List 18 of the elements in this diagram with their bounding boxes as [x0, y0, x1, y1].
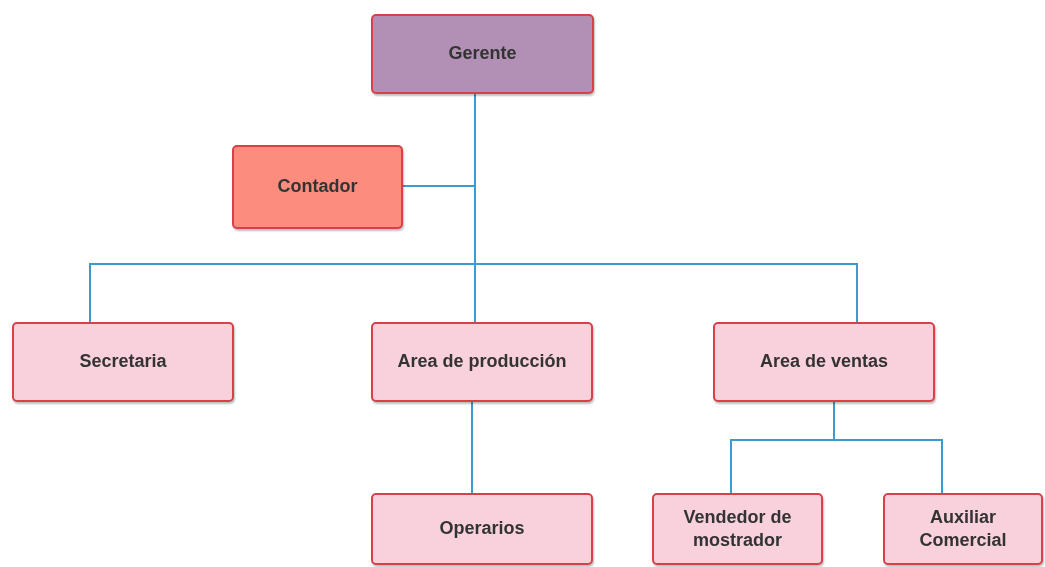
org-box [371, 493, 593, 565]
org-box [713, 322, 935, 402]
box-label: Vendedor de mostrador [682, 505, 793, 552]
connector-line [471, 401, 473, 494]
org-box [371, 14, 594, 94]
box-label: Area de producción [396, 350, 568, 374]
box-label: Area de ventas [758, 350, 890, 374]
org-box [883, 493, 1043, 565]
box-label: Contador [276, 175, 359, 199]
box-label: Gerente [447, 42, 518, 66]
box-label: Operarios [438, 517, 526, 541]
box-label: Secretaria [78, 350, 168, 374]
org-box [652, 493, 823, 565]
org-box [232, 145, 403, 229]
org-box [12, 322, 234, 402]
connector-line [833, 401, 943, 494]
org-box [371, 322, 593, 402]
box-label: Auxiliar Comercial [918, 505, 1008, 552]
